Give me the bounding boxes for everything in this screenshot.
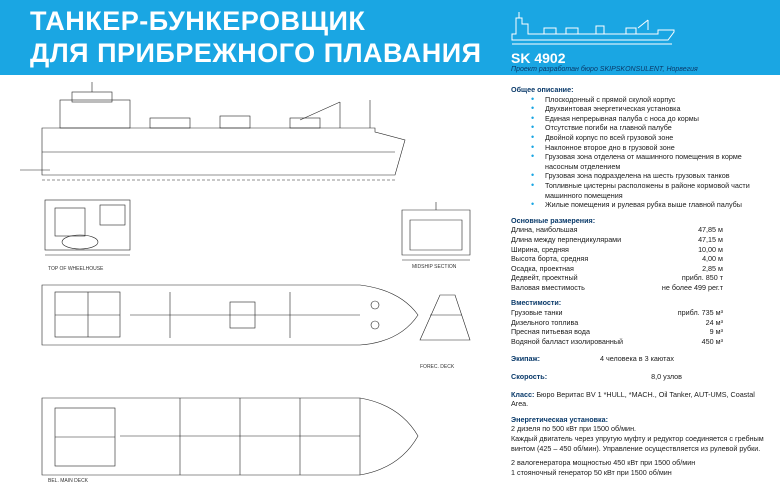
midship-section-view <box>401 202 471 261</box>
list-item: Топливные цистерны расположены в районе … <box>511 181 773 200</box>
dimension-row: Ширина, средняя 10,00 м <box>511 245 773 255</box>
speed-row: Скорость: 8,0 узлов <box>511 372 773 382</box>
dimension-key: Длина между перпендикулярами <box>511 234 622 244</box>
header-banner: ТАНКЕР-БУНКЕРОВЩИК ДЛЯ ПРИБРЕЖНОГО ПЛАВА… <box>0 0 780 75</box>
ship-drawings-svg <box>20 82 471 476</box>
dimension-key: Осадка, проектная <box>511 263 574 273</box>
general-list: Плоскодонный с прямой скулой корпус Двух… <box>511 95 773 210</box>
capacity-row: Грузовые танки прибл. 735 м³ <box>511 308 773 318</box>
capacity-key: Грузовые танки <box>511 308 563 318</box>
dimension-key: Дедвейт, проектный <box>511 273 578 283</box>
power-text-3: 2 валогенератора мощностью 450 кВт при 1… <box>511 458 696 468</box>
specifications-panel: Общее описание: Плоскодонный с прямой ск… <box>511 82 773 477</box>
dimension-value: не более 499 рег.т <box>661 282 723 292</box>
profile-view <box>20 82 406 181</box>
capacity-value: 24 м³ <box>705 317 723 327</box>
dimension-key: Длина, наибольшая <box>511 225 578 235</box>
power-text-4: 1 стояночный генератор 50 кВт при 1500 о… <box>511 467 672 477</box>
label-top-wheelhouse: TOP OF WHEELHOUSE <box>48 266 104 272</box>
dimension-value: 2,85 м <box>702 263 723 273</box>
list-item: Грузовая зона отделена от машинного поме… <box>511 152 773 171</box>
crew-row: Экипаж: 4 человека в 3 каютах <box>511 354 773 364</box>
class-row: Класс: Бюро Веритас BV 1 *HULL, *MACH., … <box>511 390 773 409</box>
dimension-row: Высота борта, средняя 4,00 м <box>511 254 773 264</box>
page-title-line1: ТАНКЕР-БУНКЕРОВЩИК <box>30 6 366 36</box>
list-item: Единая непрерывная палуба с носа до корм… <box>511 114 773 124</box>
deck-plan-view <box>41 284 419 346</box>
capacity-row: Пресная питьевая вода 9 м³ <box>511 327 773 337</box>
capacity-value: 450 м³ <box>701 336 723 346</box>
list-item: Двухвинтовая энергетическая установка <box>511 104 773 114</box>
class-value: Бюро Веритас BV 1 *HULL, *MACH., Oil Tan… <box>511 389 755 409</box>
list-item: Грузовая зона подразделена на шесть груз… <box>511 171 773 181</box>
dimensions-title: Основные размерения: <box>511 215 596 225</box>
page-title-line2: ДЛЯ ПРИБРЕЖНОГО ПЛАВАНИЯ <box>30 38 482 68</box>
designer-credit: Проект разработан бюро SKIPSKONSULENT, Н… <box>511 66 698 73</box>
crew-value: 4 человека в 3 каютах <box>599 354 674 364</box>
capacity-title: Вместимости: <box>511 298 562 308</box>
label-forec-deck: FOREC. DECK <box>420 364 455 370</box>
main-deck-plan-view <box>41 397 419 476</box>
dimension-value: 10,00 м <box>698 244 723 254</box>
power-title: Энергетическая установка: <box>511 414 609 424</box>
list-item: Жилые помещения и рулевая рубка выше гла… <box>511 200 773 210</box>
general-title: Общее описание: <box>511 85 574 94</box>
speed-value: 8,0 узлов <box>651 372 682 382</box>
wheelhouse-top-view <box>44 199 131 256</box>
list-item: Плоскодонный с прямой скулой корпус <box>511 95 773 105</box>
list-item: Наклонное второе дно в грузовой зоне <box>511 143 773 153</box>
dimension-key: Валовая вместимость <box>511 282 585 292</box>
dimension-key: Ширина, средняя <box>511 244 569 254</box>
dimension-key: Высота борта, средняя <box>511 254 589 264</box>
dimension-value: 47,15 м <box>698 234 723 244</box>
dimension-value: 47,85 м <box>698 225 723 235</box>
dimension-row: Валовая вместимость не более 499 рег.т <box>511 283 773 293</box>
capacity-row: Дизельного топлива 24 м³ <box>511 318 773 328</box>
power-text-2: Каждый двигатель через упругую муфту и р… <box>511 434 764 453</box>
label-midship-section: MIDSHIP SECTION <box>412 264 457 270</box>
power-text-1: 2 дизеля по 500 кВт при 1500 об/мин. <box>511 424 637 434</box>
model-number: SK 4902 <box>511 50 566 66</box>
capacity-value: прибл. 735 м³ <box>677 308 723 318</box>
forecastle-deck-view <box>419 294 471 341</box>
dimension-row: Длина между перпендикулярами 47,15 м <box>511 235 773 245</box>
class-label: Класс: <box>511 389 535 399</box>
list-item: Двойной корпус по всей грузовой зоне <box>511 133 773 143</box>
capacity-row: Водяной балласт изолированный 450 м³ <box>511 337 773 347</box>
crew-label: Экипаж: <box>511 354 540 364</box>
dimension-value: 4,00 м <box>702 254 723 264</box>
technical-drawings: TOP OF WHEELHOUSE MIDSHIP SECTION FOREC.… <box>0 80 505 487</box>
speed-label: Скорость: <box>511 372 548 382</box>
dimension-row: Осадка, проектная 2,85 м <box>511 264 773 274</box>
dimension-row: Дедвейт, проектный прибл. 850 т <box>511 273 773 283</box>
capacity-value: 9 м³ <box>709 327 723 337</box>
capacity-key: Пресная питьевая вода <box>511 327 590 337</box>
dimension-row: Длина, наибольшая 47,85 м <box>511 225 773 235</box>
label-main-deck: BEL. MAIN DECK <box>48 478 89 484</box>
header-ship-silhouette <box>511 12 675 45</box>
list-item: Отсутствие погиби на главной палубе <box>511 123 773 133</box>
capacity-key: Водяной балласт изолированный <box>511 336 624 346</box>
capacity-key: Дизельного топлива <box>511 317 579 327</box>
dimension-value: прибл. 850 т <box>681 273 723 283</box>
